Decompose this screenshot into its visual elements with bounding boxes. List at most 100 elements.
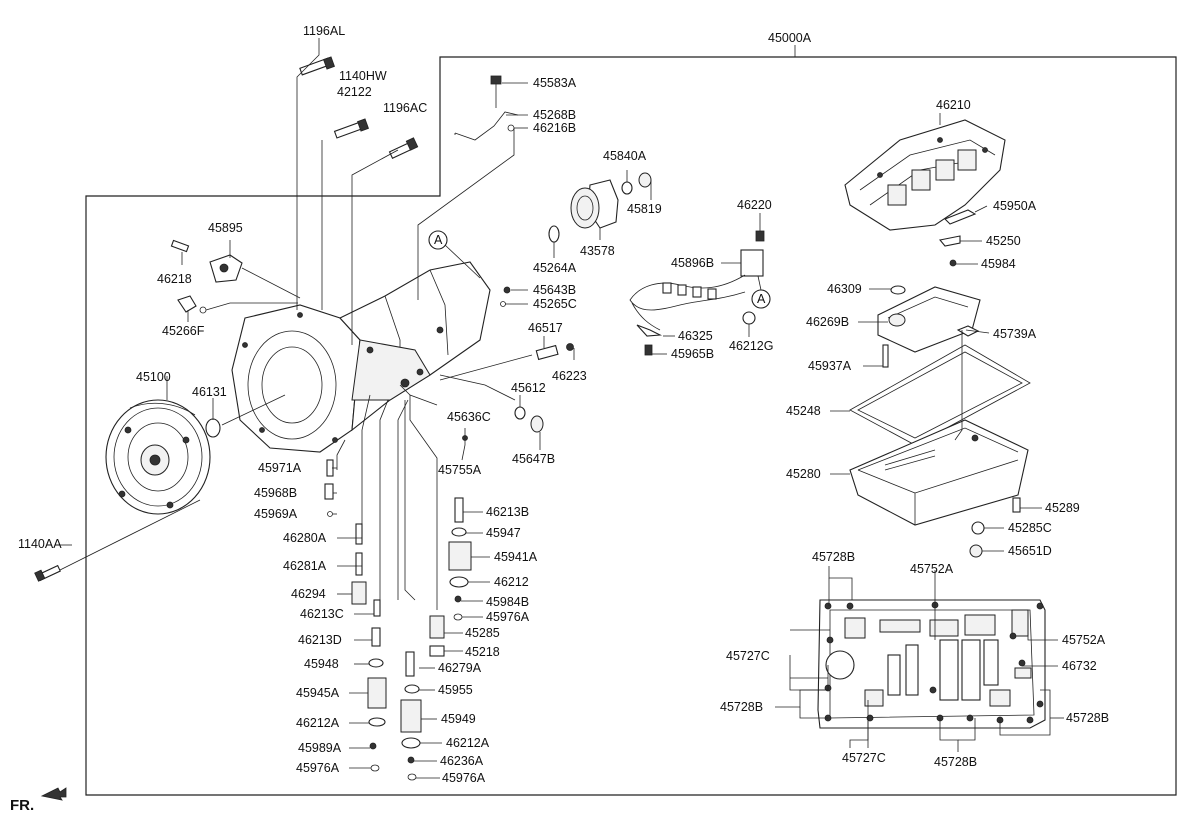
callout-label: 45612	[511, 381, 546, 395]
callout-label: 45643B	[533, 283, 576, 297]
callout-label: 45636C	[447, 410, 491, 424]
callout-label: 45937A	[808, 359, 852, 373]
piston-45945A	[367, 677, 387, 709]
pan-gasket-inner	[857, 351, 1023, 439]
callout-label: 46212G	[729, 339, 773, 353]
label-assembly: 45000A	[768, 31, 812, 45]
callout-label: 45248	[786, 404, 821, 418]
wiring-harness-45896B	[629, 230, 765, 337]
sensor-46517	[535, 343, 574, 361]
leader-lines	[59, 38, 1064, 779]
callout-label: 46280A	[283, 531, 327, 545]
bolt-45289	[1012, 497, 1021, 513]
callout-label: 45950A	[993, 199, 1037, 213]
spring-45950A	[944, 209, 977, 225]
callout-label: 45728B	[934, 755, 977, 769]
plug-45984B	[454, 595, 462, 603]
ring-45976A	[370, 764, 380, 772]
callout-label: 46223	[552, 369, 587, 383]
plate-45250	[938, 235, 961, 247]
label-fr: FR.	[10, 797, 34, 814]
callout-label: 46517	[528, 321, 563, 335]
callout-label: 46213D	[298, 633, 342, 647]
valve-body-plan-view	[817, 599, 1046, 729]
callout-label: 45968B	[254, 486, 297, 500]
callout-label: 46294	[291, 587, 326, 601]
oring-45955	[404, 684, 420, 694]
callout-label: 45728B	[812, 550, 855, 564]
oring-45947	[451, 527, 467, 537]
plug-45651D	[969, 544, 983, 558]
seal-45265C	[500, 301, 506, 307]
callout-label: 45945A	[296, 686, 340, 700]
bolt-45643B	[503, 286, 511, 294]
ball-45969A	[327, 511, 333, 517]
callout-label: 45583A	[533, 76, 577, 90]
callout-label: 45947	[486, 526, 521, 540]
callout-label: 45727C	[726, 649, 770, 663]
callout-label: 45989A	[298, 741, 342, 755]
bolt-45965B	[644, 344, 653, 356]
callout-label: 45895	[208, 221, 243, 235]
callout-label: 45984	[981, 257, 1016, 271]
callout-label: 45976A	[296, 761, 340, 775]
callout-label: 46309	[827, 282, 862, 296]
ring-45976A-b	[407, 773, 417, 781]
oring-46309	[890, 285, 906, 295]
ref-marker-a-1	[428, 230, 448, 250]
callout-label: 46236A	[440, 754, 484, 768]
callout-label: 1196AL	[303, 24, 345, 38]
callout-label: A	[434, 233, 443, 247]
callout-label: 45250	[986, 234, 1021, 248]
callout-label: 46216B	[533, 121, 576, 135]
oring-46212G	[742, 311, 756, 325]
oring-46212A-b	[401, 737, 421, 749]
magnet-45739A	[956, 325, 980, 337]
callout-label: 45728B	[1066, 711, 1109, 725]
callout-label: 42122	[337, 85, 372, 99]
callout-label: 46212A	[296, 716, 340, 730]
pan-gasket-45248	[849, 344, 1031, 446]
spring-46280A	[355, 523, 363, 545]
oring-45948	[368, 658, 384, 668]
callout-label: 45651D	[1008, 544, 1052, 558]
callout-labels: 45000A FR. 1196AL 1140HW 42122 1196AC 45583A…	[10, 24, 1109, 814]
seal-45840A	[621, 181, 633, 195]
callout-label: 45266F	[162, 324, 205, 338]
callout-label: 46213C	[300, 607, 344, 621]
callout-label: 1140HW	[339, 69, 387, 83]
callout-label: 45948	[304, 657, 339, 671]
callout-label: 46325	[678, 329, 713, 343]
callout-label: 45280	[786, 467, 821, 481]
callout-label: 45285C	[1008, 521, 1052, 535]
callout-label: 45949	[441, 712, 476, 726]
callout-label: 46732	[1062, 659, 1097, 673]
piston-45949	[400, 699, 422, 733]
callout-label: 46218	[157, 272, 192, 286]
callout-label: 45976A	[486, 610, 530, 624]
callout-label: 46269B	[806, 315, 849, 329]
callout-label: 45941A	[494, 550, 538, 564]
callout-label: 45218	[465, 645, 500, 659]
valve-45285	[429, 615, 445, 639]
callout-label: 43578	[580, 244, 615, 258]
callout-label: 46212A	[446, 736, 490, 750]
valve-body-46210	[844, 119, 1006, 231]
washer-45285C	[971, 521, 985, 535]
spring-46281A	[355, 552, 363, 576]
oil-pan-45280	[849, 419, 1029, 526]
callout-label: 1196AC	[383, 101, 427, 115]
bolt-1140AA	[34, 564, 61, 582]
callout-label: 45971A	[258, 461, 302, 475]
callout-label: 45752A	[1062, 633, 1106, 647]
oil-filter-46269B	[877, 286, 981, 353]
pipe-45268B	[454, 75, 519, 141]
callout-label: 45896B	[671, 256, 714, 270]
ring-45976A-c	[453, 613, 463, 621]
callout-label: 1140AA	[18, 537, 62, 551]
callout-label: A	[757, 292, 766, 306]
plug-45989A	[369, 742, 377, 750]
callout-label: 45264A	[533, 261, 577, 275]
piston-46294	[351, 581, 367, 605]
